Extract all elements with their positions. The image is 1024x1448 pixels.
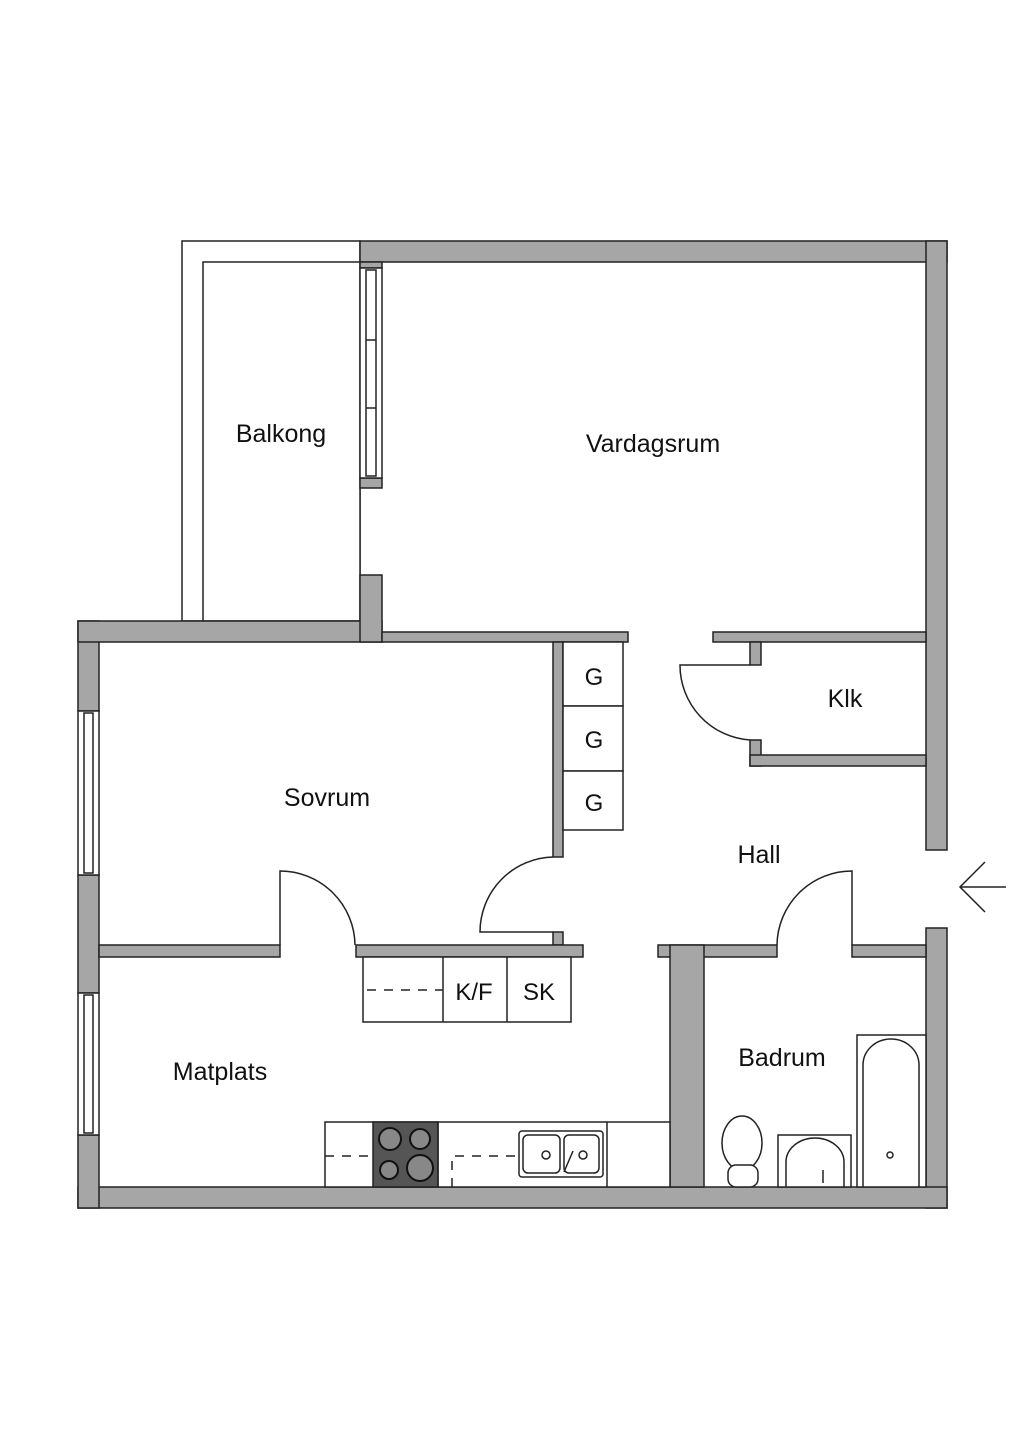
walls (77, 240, 948, 1209)
fridge-freezer-label: K/F (455, 979, 492, 1006)
door-wardrobe-hall[interactable] (479, 856, 554, 933)
door-klk[interactable] (679, 664, 751, 741)
entrance-arrow-icon (958, 861, 1006, 913)
window-matplats (77, 992, 100, 1136)
room-label-badrum: Badrum (738, 1044, 826, 1072)
window-balcony (359, 267, 383, 479)
room-label-klk: Klk (828, 685, 863, 713)
room-label-sovrum: Sovrum (284, 784, 370, 812)
wardrobe-label: G (585, 790, 604, 817)
cabinet-label: SK (523, 979, 555, 1006)
toilet-icon (721, 1115, 763, 1188)
room-label-balkong: Balkong (236, 420, 326, 448)
kitchen-counter (324, 1121, 671, 1188)
room-label-vardagsrum: Vardagsrum (586, 430, 720, 458)
bathtub-icon (856, 1034, 927, 1188)
wardrobe-label: G (585, 664, 604, 691)
door-badrum[interactable] (776, 870, 853, 946)
washbasin-icon (777, 1134, 852, 1188)
sink-icon (518, 1130, 604, 1178)
wardrobes (562, 641, 624, 831)
room-label-hall: Hall (737, 841, 780, 869)
window-sovrum (77, 710, 100, 876)
room-label-matplats: Matplats (173, 1058, 267, 1086)
door-sovrum[interactable] (279, 870, 356, 946)
wardrobe-label: G (585, 727, 604, 754)
balcony (181, 240, 361, 622)
fridge-row (362, 956, 572, 1023)
